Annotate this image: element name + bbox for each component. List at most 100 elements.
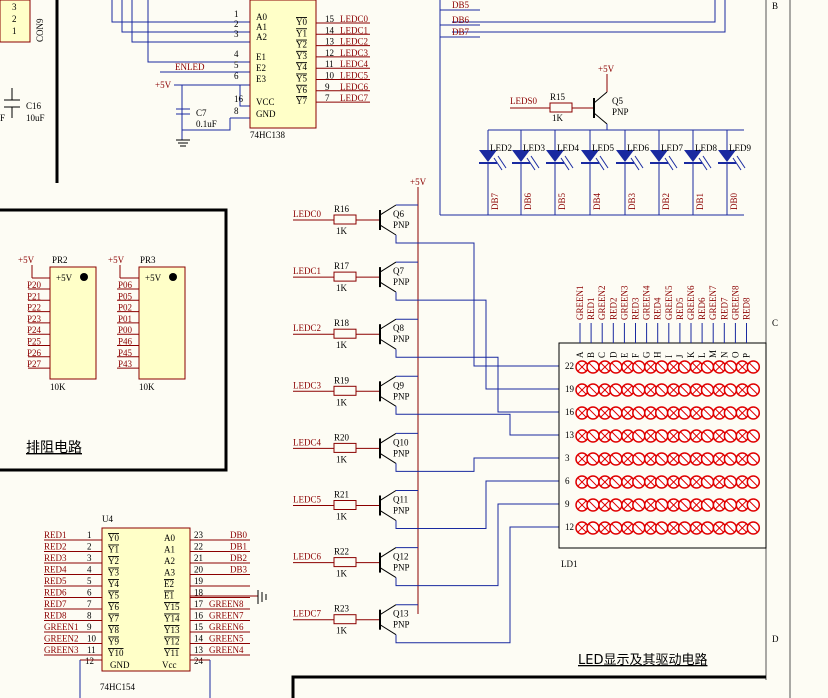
matrix-led-mark — [611, 477, 621, 487]
matrix-led-mark — [748, 500, 758, 510]
matrix-led-mark — [600, 454, 610, 464]
driver-net-ledc0: LEDC0 — [293, 209, 321, 219]
driver-q-ref: Q13 — [393, 609, 409, 619]
matrix-led-mark — [646, 362, 656, 372]
u4-right-num: 21 — [194, 553, 203, 563]
decoder-74hc138: +5V ENLED C7 0.1uF 74HC138 A01A12A23E14E… — [111, 0, 370, 147]
led-light-arrow-icon — [599, 155, 609, 169]
u4-left-num: 7 — [87, 599, 92, 609]
led-bar-db-net: DB1 — [695, 193, 705, 210]
matrix-led-mark — [737, 454, 747, 464]
led-bar-label: LED8 — [695, 143, 717, 153]
driver-net-ledc6: LEDC6 — [293, 552, 321, 562]
driver-q-ref: Q6 — [393, 209, 404, 219]
decoder-pin-e2: E2 — [256, 63, 266, 73]
matrix-led-mark — [577, 477, 587, 487]
u4-left-net: GREEN1 — [44, 622, 79, 632]
matrix-led-mark — [588, 523, 598, 533]
db-top-net: DB6 — [452, 15, 470, 25]
decoder-pin-y7: Y7 — [296, 96, 307, 106]
pr3-pin1-dot — [169, 273, 177, 281]
driver-resistor — [333, 214, 357, 225]
matrix-led-mark — [703, 477, 712, 487]
u4-right-net: DB0 — [230, 530, 248, 540]
led-matrix: GREEN1ARED1BGREEN2CRED2DGREEN3ERED3FGREE… — [558, 285, 767, 668]
decoder-pin-a2: A2 — [256, 32, 267, 42]
u4-left-net: RED3 — [44, 553, 67, 563]
led-bar-db-net: DB7 — [490, 192, 500, 210]
u4-left-net: GREEN3 — [44, 645, 79, 655]
led-diode-icon — [650, 150, 668, 162]
driver-to-matrix-wire — [395, 406, 559, 436]
pr-pin-net: P21 — [27, 291, 41, 301]
u4-right-net: GREEN8 — [209, 599, 244, 609]
pr-section-title: 排阻电路 — [26, 440, 82, 456]
border-letter-b: B — [772, 1, 778, 11]
matrix-led-mark — [737, 408, 747, 418]
driver-q-type: PNP — [393, 506, 410, 516]
pr-pin-net: P26 — [27, 348, 42, 358]
decoder-pin-num: 6 — [234, 71, 239, 81]
decoder-part: 74HC138 — [250, 130, 286, 140]
driver-r-value: 1K — [336, 569, 348, 579]
matrix-col-letter: P — [742, 353, 752, 358]
u4-left-pin: Y4 — [108, 579, 119, 589]
decoder-pin-y5: Y5 — [296, 74, 307, 84]
driver-r-ref: R23 — [334, 604, 350, 614]
matrix-led-mark — [669, 362, 678, 372]
sheet-border: B C D — [765, 0, 791, 698]
u4-left-pin: Y10 — [108, 648, 124, 658]
matrix-led-mark — [726, 500, 735, 510]
matrix-led-mark — [634, 500, 644, 510]
led-light-arrow-icon — [702, 155, 712, 169]
decoder-output-net: LEDC3 — [340, 48, 368, 58]
decoder-pin-vcc: VCC — [256, 97, 275, 107]
matrix-col-net: RED8 — [742, 297, 752, 320]
matrix-led-mark — [726, 385, 735, 395]
driver-q-ref: Q7 — [393, 266, 404, 276]
matrix-led-mark — [737, 385, 747, 395]
db-top-net: DB7 — [452, 27, 470, 37]
matrix-led-mark — [657, 385, 667, 395]
matrix-col-letter: B — [586, 352, 596, 358]
pr-pin-net: P06 — [118, 280, 133, 290]
led-light-arrow-icon — [664, 157, 674, 171]
matrix-led-mark — [726, 454, 735, 464]
u4-left-pin: Y6 — [108, 602, 119, 612]
driver-resistor — [333, 385, 357, 396]
u4-left-net: RED5 — [44, 576, 67, 586]
matrix-col-letter: I — [664, 355, 674, 358]
led-bar-label: LED7 — [661, 143, 683, 153]
driver-q-type: PNP — [393, 277, 410, 287]
matrix-led-mark — [692, 523, 701, 533]
matrix-col-net: RED7 — [719, 297, 729, 320]
driver-resistor — [333, 614, 357, 625]
pr2-vcc: +5V — [18, 255, 35, 265]
driver-to-matrix-wire — [395, 526, 559, 644]
pr2-pin1-dot — [80, 273, 88, 281]
matrix-led-mark — [623, 523, 633, 533]
matrix-col-letter: H — [653, 351, 663, 358]
c16-value: 10uF — [26, 113, 45, 123]
matrix-column-labels: GREEN1ARED1BGREEN2CRED2DGREEN3ERED3FGREE… — [575, 285, 752, 358]
matrix-led-mark — [680, 362, 689, 372]
led-light-arrow-icon — [493, 157, 503, 171]
decoder-pin-num: 8 — [234, 106, 239, 116]
led-light-arrow-icon — [497, 155, 507, 169]
matrix-led-mark — [646, 408, 656, 418]
decoder-pin-num: 14 — [325, 25, 335, 35]
led-bar-label: LED9 — [729, 143, 751, 153]
matrix-led-mark — [646, 431, 656, 441]
matrix-col-net: GREEN6 — [686, 285, 696, 320]
c7-ref: C7 — [196, 108, 207, 118]
matrix-led-mark — [623, 431, 633, 441]
u4-left-num: 8 — [87, 611, 92, 621]
matrix-led-mark — [634, 431, 644, 441]
matrix-led-mark — [623, 385, 633, 395]
pnp-emitter — [379, 547, 397, 559]
driver-vcc: +5V — [410, 177, 427, 187]
led-diode-icon — [479, 150, 497, 162]
